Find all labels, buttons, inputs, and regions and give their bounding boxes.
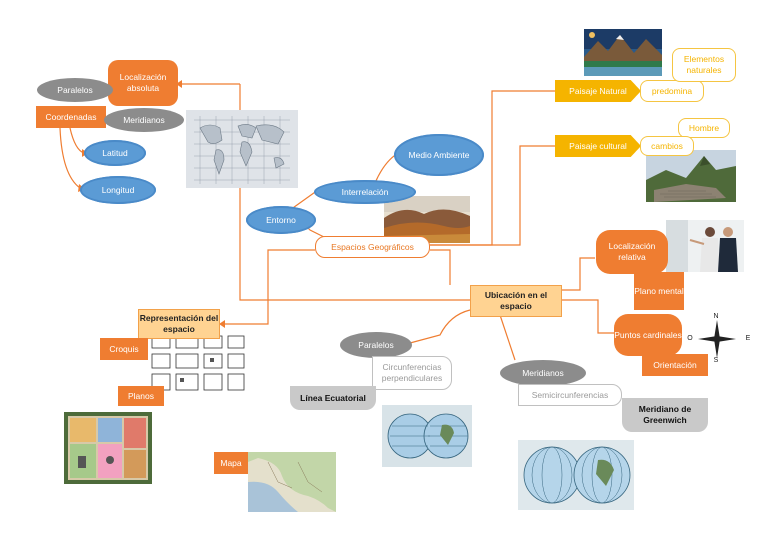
node-planos[interactable]: Planos — [118, 386, 164, 406]
link-hub-relativa — [560, 257, 595, 291]
node-meridianos-mid[interactable]: Meridianos — [500, 360, 586, 386]
node-latitud[interactable]: Latitud — [84, 140, 146, 166]
node-elementos-naturales[interactable]: Elementos naturales — [672, 48, 736, 82]
link-espacios-hub — [430, 249, 451, 285]
globe-meridians-image — [518, 440, 634, 510]
node-semicircunferencias[interactable]: Semicircunferencias — [518, 384, 622, 406]
node-mapa[interactable]: Mapa — [214, 452, 248, 474]
node-croquis[interactable]: Croquis — [100, 338, 148, 360]
link-coord-longitud — [59, 127, 81, 189]
node-orientacion[interactable]: Orientación — [642, 354, 708, 376]
node-espacios-geograficos[interactable]: Espacios Geográficos — [315, 236, 430, 258]
mountain-lake-image — [584, 29, 662, 76]
node-representacion-espacio[interactable]: Representación del espacio — [138, 309, 220, 339]
node-interrelacion[interactable]: Interrelación — [314, 180, 416, 204]
link-hub-meridianos — [499, 314, 516, 361]
node-entorno[interactable]: Entorno — [246, 206, 316, 234]
node-hombre[interactable]: Hombre — [678, 118, 730, 138]
machu-picchu-image — [646, 150, 736, 202]
link-espacios-cultural — [430, 145, 555, 246]
node-paralelos-mid[interactable]: Paralelos — [340, 332, 412, 358]
world-map-image — [186, 110, 298, 188]
compass-icon — [692, 312, 742, 366]
node-localizacion-absoluta[interactable]: Localización absoluta — [108, 60, 178, 106]
node-paisaje-cultural[interactable]: Paisaje cultural — [555, 135, 641, 157]
compass-e-label: E — [745, 334, 751, 342]
node-linea-ecuatorial[interactable]: Línea Ecuatorial — [290, 386, 376, 410]
compass-o-label: O — [687, 334, 693, 342]
link-coord-latitud — [69, 127, 85, 154]
node-longitud[interactable]: Longitud — [80, 176, 156, 204]
node-ubicacion-espacio[interactable]: Ubicación en el espacio — [470, 285, 562, 317]
hills-landscape-image — [384, 196, 470, 243]
map-image — [248, 452, 336, 512]
link-hub-paralelos — [409, 309, 471, 344]
house-plan-image — [64, 412, 152, 484]
compass-n-label: N — [713, 312, 719, 320]
node-coordenadas[interactable]: Coordenadas — [36, 106, 106, 128]
globe-parallels-image — [382, 405, 472, 467]
link-espacios-repr — [225, 249, 315, 325]
node-paisaje-natural[interactable]: Paisaje Natural — [555, 80, 641, 102]
arrowhead-loc — [176, 80, 182, 88]
node-cambios[interactable]: cambios — [640, 136, 694, 156]
link-hub-cardinales — [560, 299, 614, 334]
people-image — [666, 220, 744, 272]
node-meridiano-greenwich[interactable]: Meridiano de Greenwich — [622, 398, 708, 432]
arrowhead-repr — [219, 320, 225, 328]
node-paralelos-top[interactable]: Paralelos — [37, 78, 113, 102]
node-medio-ambiente[interactable]: Medio Ambiente — [394, 134, 484, 176]
node-puntos-cardinales[interactable]: Puntos cardinales — [614, 314, 682, 356]
node-predomina[interactable]: predomina — [640, 80, 704, 102]
node-localizacion-relativa[interactable]: Localización relativa — [596, 230, 668, 274]
node-meridianos-top[interactable]: Meridianos — [104, 108, 184, 132]
croquis-sketch-image — [150, 334, 246, 394]
node-plano-mental[interactable]: Plano mental — [634, 272, 684, 310]
node-circunferencias[interactable]: Circunferencias perpendiculares — [372, 356, 452, 390]
compass-s-label: S — [713, 356, 719, 364]
